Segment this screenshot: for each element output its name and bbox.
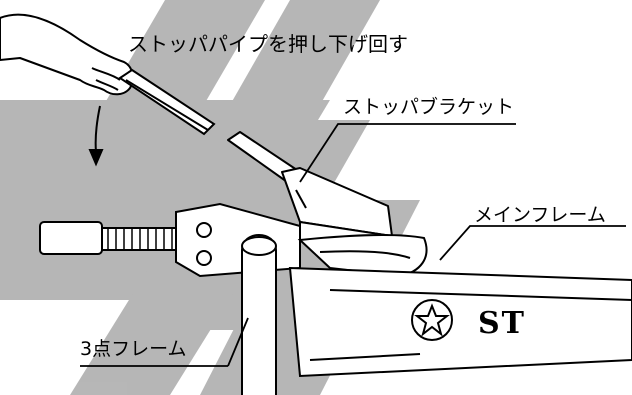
stopper-bracket-label: ストッパブラケット [343,96,515,118]
three-point-frame-label: 3点フレーム [80,338,187,360]
stopper-pipe [118,68,216,136]
hand-icon [0,13,134,96]
main-frame-label: メインフレーム [474,204,606,226]
down-arrow-icon [88,105,104,167]
three-point-frame-post [241,234,277,395]
instruction-label: ストッパパイプを押し下げ回す [128,32,408,56]
cylinder-rod [39,221,183,255]
leader-lines [80,123,626,367]
main-frame-beam [288,266,632,378]
star-emblem-icon [411,299,453,341]
logo-text: ST [478,306,526,341]
